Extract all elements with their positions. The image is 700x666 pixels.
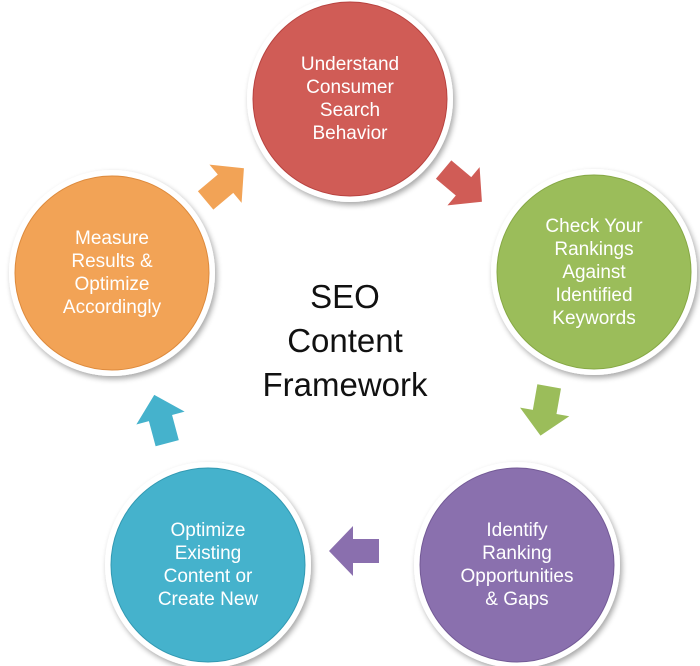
circle-fill-check xyxy=(496,174,692,370)
arrow-identify-to-optimize xyxy=(329,526,379,576)
node-check: Check Your Rankings Against Identified K… xyxy=(514,192,674,352)
node-identify: Identify Ranking Opportunities & Gaps xyxy=(437,485,597,645)
circle-measure xyxy=(9,170,215,376)
circle-understand xyxy=(247,0,453,202)
circle-fill-measure xyxy=(14,175,210,371)
node-label-check: Check Your Rankings Against Identified K… xyxy=(545,215,643,329)
circle-identify xyxy=(414,462,620,666)
arrow-measure-to-understand xyxy=(197,164,244,210)
circle-check xyxy=(491,169,697,375)
node-label-measure: Measure Results & Optimize Accordingly xyxy=(62,228,162,318)
arrow-optimize-to-measure xyxy=(136,394,185,447)
node-label-identify: Identify Ranking Opportunities & Gaps xyxy=(460,520,574,610)
node-optimize: Optimize Existing Content or Create New xyxy=(128,485,288,645)
node-measure: Measure Results & Optimize Accordingly xyxy=(32,193,192,353)
circle-layer xyxy=(9,0,697,666)
circle-fill-identify xyxy=(419,467,615,663)
circle-fill-optimize xyxy=(110,467,306,663)
arrow-understand-to-check xyxy=(435,160,482,206)
node-understand: Understand Consumer Search Behavior xyxy=(270,19,430,179)
node-label-optimize: Optimize Existing Content or Create New xyxy=(157,520,259,610)
circle-optimize xyxy=(105,462,311,666)
diagram-title: SEO Content Framework xyxy=(262,278,428,403)
arrow-layer xyxy=(136,160,570,576)
node-label-understand: Understand Consumer Search Behavior xyxy=(300,54,400,144)
arrow-check-to-identify xyxy=(520,384,570,436)
circle-fill-understand xyxy=(252,1,448,197)
